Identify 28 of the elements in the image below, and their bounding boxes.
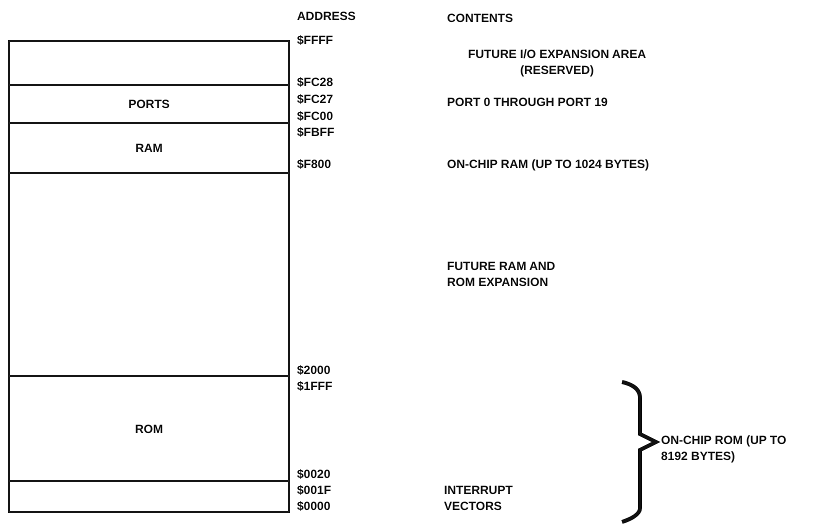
contents-text: INTERRUPT VECTORS	[444, 482, 514, 514]
address-value: $FC27	[297, 91, 334, 107]
address-value: $1FFF	[297, 378, 332, 394]
address-value: $FC28	[297, 74, 334, 90]
address-value: $0000	[297, 498, 330, 514]
address-value: $FFFF	[297, 32, 333, 48]
contents-text: ON-CHIP ROM (UP TO 8192 BYTES)	[661, 432, 788, 464]
address-value: $F800	[297, 156, 332, 172]
column-heading: ADDRESS	[297, 8, 356, 24]
memory-segment	[8, 172, 290, 377]
address-value: $FC00	[297, 108, 334, 124]
contents-text: FUTURE RAM AND ROM EXPANSION	[447, 258, 556, 290]
contents-text: FUTURE I/O EXPANSION AREA (RESERVED)	[466, 46, 647, 78]
memory-segment	[8, 375, 290, 482]
segment-label: ROM	[135, 422, 163, 436]
address-value: $001F	[297, 482, 332, 498]
memory-segment	[8, 480, 290, 513]
memory-segment	[8, 122, 290, 174]
memory-segment	[8, 40, 290, 86]
segment-label: RAM	[135, 141, 163, 155]
address-value: $2000	[297, 362, 330, 378]
segment-label: PORTS	[128, 97, 170, 111]
contents-text: PORT 0 THROUGH PORT 19	[447, 94, 608, 110]
memory-segment	[8, 84, 290, 124]
column-heading: CONTENTS	[447, 10, 513, 26]
address-value: $FBFF	[297, 124, 334, 140]
contents-text: ON-CHIP RAM (UP TO 1024 BYTES)	[447, 156, 650, 172]
address-value: $0020	[297, 466, 330, 482]
